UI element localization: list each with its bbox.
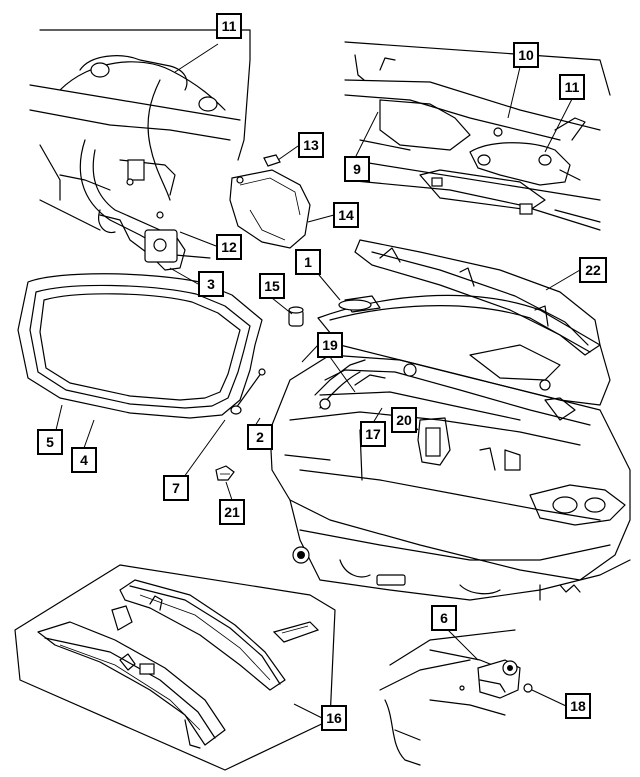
trunk-deck-lid-drawing (269, 239, 631, 601)
svg-text:10: 10 (518, 47, 534, 63)
callout-22: 22 (579, 257, 607, 283)
svg-text:9: 9 (353, 161, 361, 177)
callout-18: 18 (565, 693, 591, 719)
callout-16: 16 (321, 705, 347, 731)
svg-text:1: 1 (304, 254, 312, 270)
callout-21: 21 (219, 499, 245, 525)
callout-5: 5 (37, 429, 63, 455)
svg-text:11: 11 (222, 18, 237, 34)
svg-text:7: 7 (172, 480, 180, 496)
svg-text:14: 14 (338, 207, 354, 223)
callout-19: 19 (317, 332, 343, 358)
callout-1: 1 (295, 249, 321, 275)
callout-12: 12 (216, 234, 242, 260)
push-nut-part (263, 154, 281, 167)
svg-text:12: 12 (221, 239, 237, 255)
callout-11-latch: 11 (216, 13, 242, 39)
svg-text:17: 17 (365, 426, 381, 442)
svg-text:4: 4 (80, 452, 88, 468)
svg-text:20: 20 (396, 412, 412, 428)
trim-panel-inset-drawing (14, 564, 336, 771)
svg-text:3: 3 (207, 276, 215, 292)
svg-text:15: 15 (264, 278, 280, 294)
callout-15: 15 (259, 273, 285, 299)
svg-text:2: 2 (256, 429, 264, 445)
callout-6: 6 (431, 605, 457, 631)
callout-9: 9 (344, 156, 370, 182)
callout-3: 3 (198, 271, 224, 297)
svg-text:19: 19 (322, 337, 338, 353)
svg-text:18: 18 (570, 698, 586, 714)
handle-inset-drawing (344, 41, 611, 231)
svg-text:11: 11 (565, 79, 580, 95)
latch-inset-drawing (29, 29, 251, 271)
svg-text:21: 21 (224, 504, 240, 520)
bolt-part (215, 465, 235, 481)
svg-text:6: 6 (440, 610, 448, 626)
callout-10: 10 (513, 42, 539, 68)
callout-4: 4 (71, 447, 97, 473)
svg-text:16: 16 (326, 710, 342, 726)
svg-text:22: 22 (585, 262, 601, 278)
callout-13: 13 (298, 132, 324, 158)
callout-17: 17 (360, 421, 386, 447)
svg-text:5: 5 (46, 434, 54, 450)
callout-11-handle: 11 (559, 74, 585, 100)
weatherstrip-seal-part (17, 273, 263, 419)
gas-strut-part (230, 368, 266, 415)
callout-20: 20 (391, 407, 417, 433)
release-switch-inset-drawing (379, 629, 533, 766)
callout-7: 7 (163, 475, 189, 501)
bumper-stop-part (288, 306, 304, 327)
svg-text:13: 13 (303, 137, 319, 153)
callout-14: 14 (333, 202, 359, 228)
callout-2: 2 (247, 424, 273, 450)
latch-cover-part (229, 169, 311, 249)
